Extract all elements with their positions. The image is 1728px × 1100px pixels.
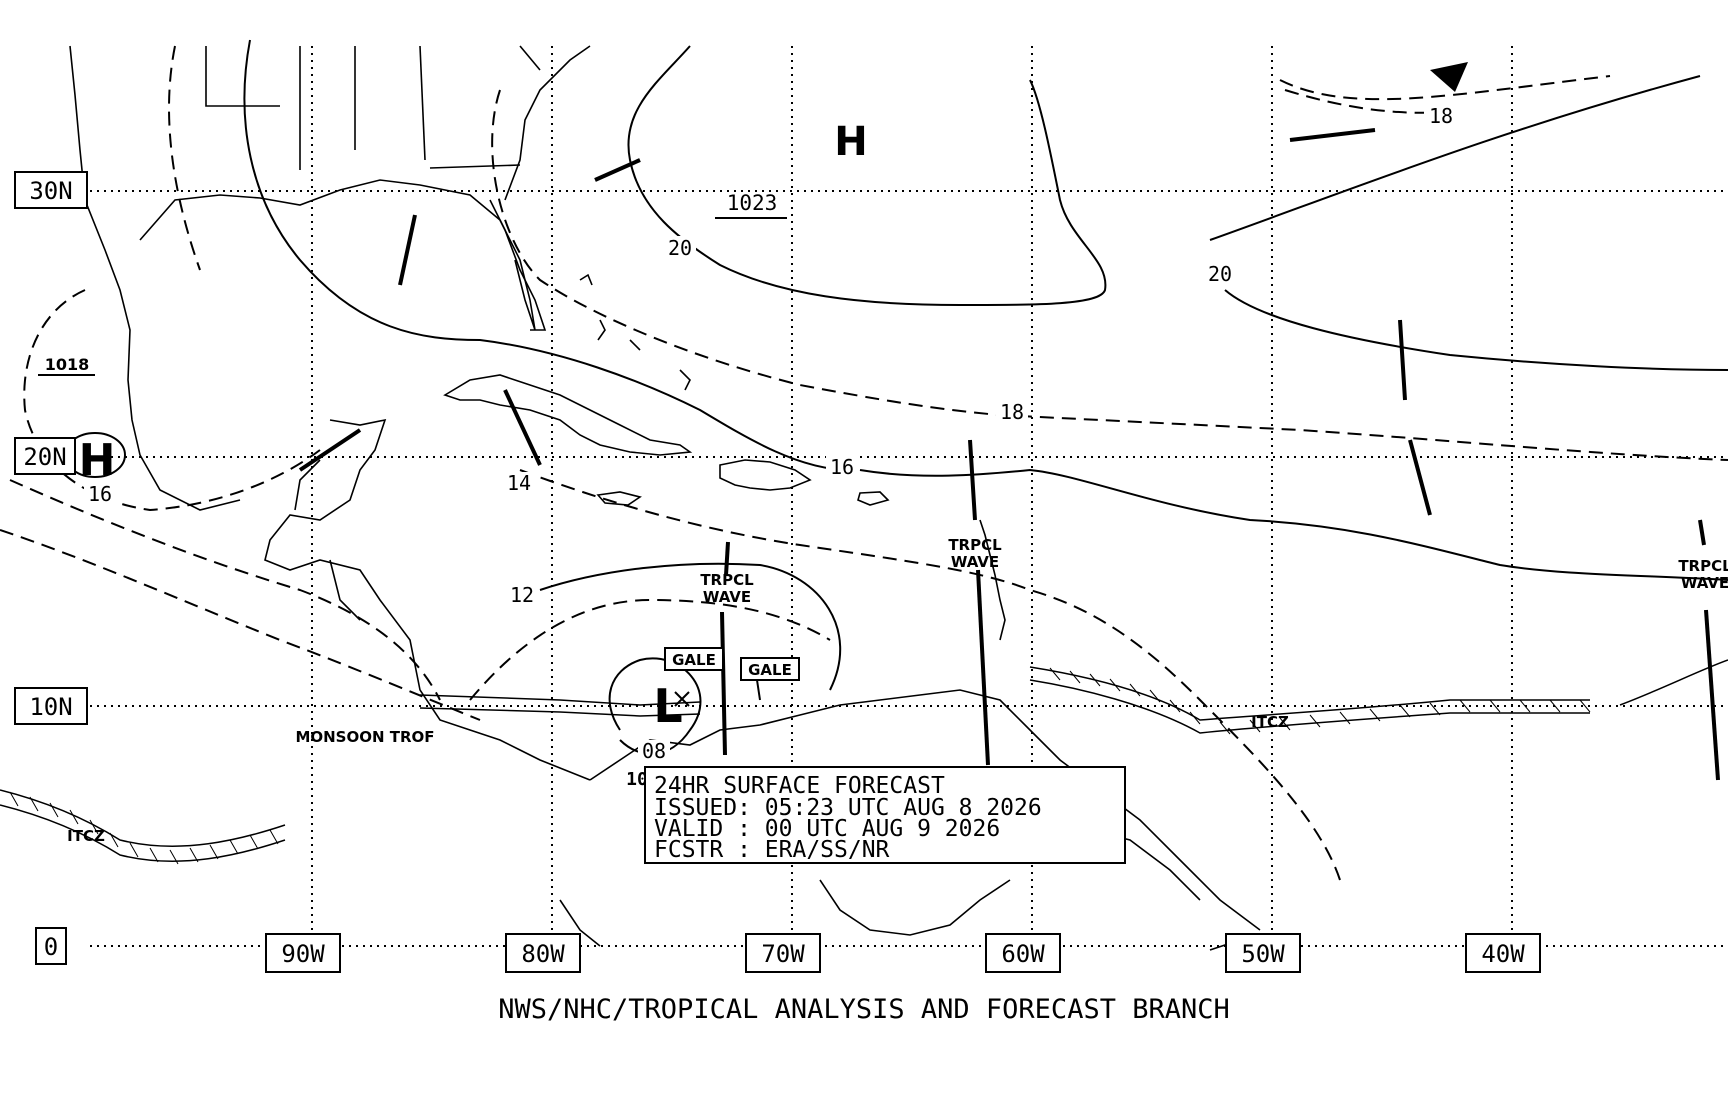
lat-label-0: 0 [44, 933, 58, 961]
forecast-info-box: 24HR SURFACE FORECAST ISSUED: 05:23 UTC … [644, 766, 1126, 864]
isobar-label-18-north: 18 [1429, 104, 1453, 128]
footer-credit: NWS/NHC/TROPICAL ANALYSIS AND FORECAST B… [498, 994, 1230, 1025]
isobar-label-12: 12 [510, 583, 534, 607]
isobar-label-14: 14 [507, 471, 531, 495]
lon-label-70w: 70W [761, 940, 805, 968]
lon-label-80w: 80W [521, 940, 565, 968]
tropical-wave-label-1-line2: WAVE [703, 588, 751, 606]
lon-label-40w: 40W [1481, 940, 1525, 968]
lat-label-10n: 10N [29, 693, 72, 721]
low-center-x-icon [674, 691, 690, 707]
info-line-valid: VALID : 00 UTC AUG 9 2026 [654, 816, 1000, 842]
isobar-label-16: 16 [830, 455, 854, 479]
isobars-solid [243, 39, 1728, 755]
longitude-labels: 90W 80W 70W 60W 50W 40W [265, 933, 1541, 973]
feature-labels: TRPCL WAVE TRPCL WAVE TRPCL WAVE MONSOON… [67, 536, 1728, 845]
latitude-labels: 30N 20N 10N 0 [14, 171, 88, 965]
lon-label-60w: 60W [1001, 940, 1045, 968]
gale-warnings: GALE GALE [664, 647, 800, 701]
isobars-dashed [0, 45, 1728, 881]
tropical-wave-label-1-line1: TRPCL [700, 571, 754, 589]
isobar-label-08: 08 [642, 739, 666, 763]
high-pressure-value-gulf: 1018 [45, 355, 90, 374]
isobar-label-20-west: 20 [668, 236, 692, 260]
info-line-issued: ISSUED: 05:23 UTC AUG 8 2026 [654, 795, 1042, 821]
gale-warning-2: GALE [748, 661, 792, 679]
lat-lon-grid [90, 46, 1728, 947]
itcz-hatching [9, 667, 1591, 865]
troughs [298, 128, 1432, 516]
tropical-wave-label-3-line1: TRPCL [1678, 557, 1728, 575]
tropical-wave-label-2-line1: TRPCL [948, 536, 1002, 554]
front [1284, 62, 1468, 114]
lon-label-90w: 90W [281, 940, 325, 968]
tropical-wave-label-2-line2: WAVE [951, 553, 999, 571]
isobar-labels: 20 18 20 18 16 16 14 12 08 [84, 104, 1456, 764]
lat-label-30n: 30N [29, 177, 72, 205]
pressure-centers: H 1023 H 1018 L 10 [38, 119, 868, 790]
gale-warning-1: GALE [672, 651, 716, 669]
low-symbol-caribbean: L [653, 679, 682, 733]
tropical-wave-label-3-line2: WAVE [1681, 574, 1728, 592]
high-pressure-value-atlantic: 1023 [727, 191, 778, 215]
itcz-label-east: ITCZ [1251, 713, 1289, 731]
info-line-forecaster: FCSTR : ERA/SS/NR [654, 837, 890, 863]
monsoon-trough-label: MONSOON TROF [295, 728, 434, 746]
isobar-label-18: 18 [1000, 400, 1024, 424]
high-symbol-gulf: H [79, 435, 116, 486]
tropical-wave-axes [720, 439, 1720, 781]
high-symbol-atlantic: H [834, 119, 867, 165]
coastlines [69, 45, 1271, 951]
isobar-label-20-east: 20 [1208, 262, 1232, 286]
isobar-label-16-west: 16 [88, 482, 112, 506]
lat-label-20n: 20N [23, 443, 66, 471]
low-pressure-value-caribbean: 10 [626, 769, 648, 790]
lon-label-50w: 50W [1241, 940, 1285, 968]
itcz-bands [0, 659, 1728, 862]
itcz-label-west: ITCZ [67, 827, 105, 845]
info-line-product: 24HR SURFACE FORECAST [654, 773, 945, 799]
